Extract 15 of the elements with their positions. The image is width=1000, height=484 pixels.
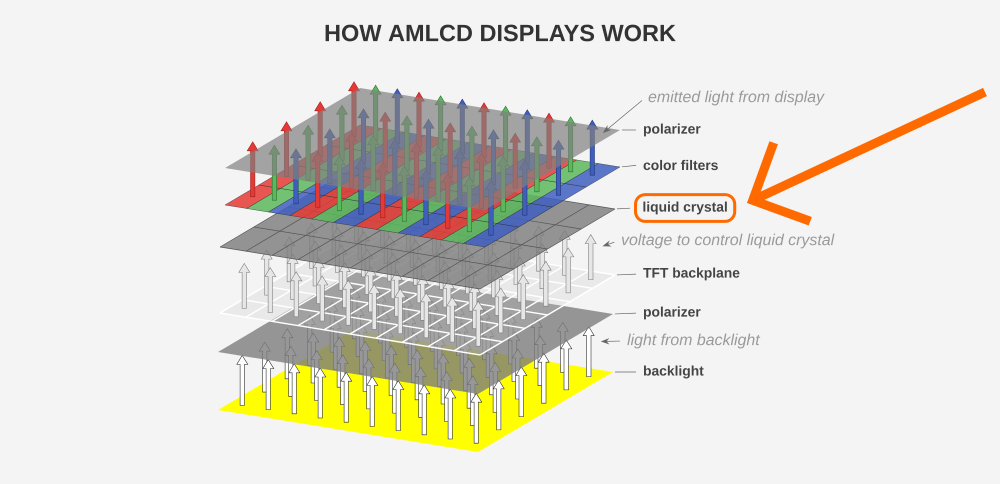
leader-line [614,312,636,314]
callout-text: polarizer [644,306,701,320]
arrow [746,88,987,226]
callout-text: emitted light from display [648,90,825,106]
callout-text: color filters [644,160,718,170]
leader-line [616,274,636,276]
callout-text: voltage to control liquid crystal [622,234,835,248]
callout-text: backlight [644,366,704,378]
callout-text: light from backlight [627,334,760,348]
highlighted-label: liquid crystal [634,193,736,223]
title: HOW AMLCD DISPLAYS WORK [326,24,676,42]
callout-text: polarizer [644,124,701,136]
leader-line [616,208,630,210]
callout-text: TFT backplane [643,268,740,280]
leader-line [622,165,636,168]
